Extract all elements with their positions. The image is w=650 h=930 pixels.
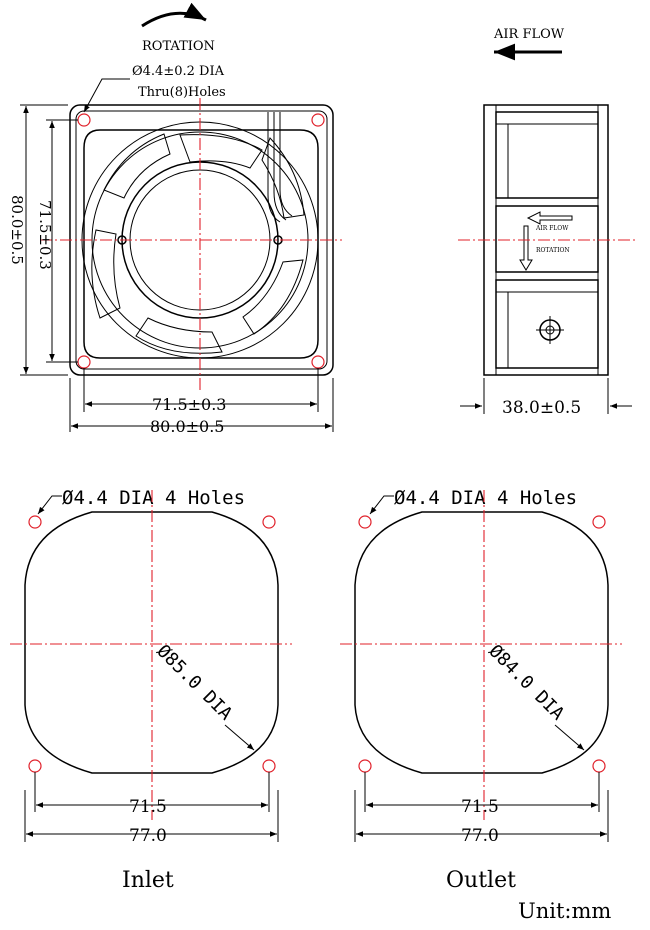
front-view: ROTATION Ø4.4±0.2 DIA Thru(8)Holes (8, 2, 342, 436)
mount-hole-tr (311, 113, 325, 127)
unit-label: Unit:mm (518, 899, 611, 923)
outlet-dim-width: 77.0 (461, 826, 499, 846)
small-airflow-arrow-icon (526, 211, 573, 225)
small-rotation-label: ROTATION (536, 247, 570, 254)
inlet-hole-tr (262, 515, 276, 529)
inlet-dim-width: 77.0 (129, 826, 167, 846)
outlet-view: Ø4.4 DIA 4 Holes Ø84.0 DIA 71.5 77.0 Out… (340, 487, 622, 893)
outlet-dim-hole-spacing: 71.5 (461, 797, 499, 817)
inlet-diameter-label: Ø85.0 DIA (152, 641, 236, 725)
side-upper-block (495, 111, 599, 199)
fan-wires (267, 112, 293, 223)
small-rotation-arrow-icon (519, 225, 533, 271)
side-lower-block (495, 279, 599, 369)
mount-hole-tl (77, 113, 91, 127)
inlet-view: Ø4.4 DIA 4 Holes Ø85.0 DIA 71.5 77.0 Inl… (10, 487, 292, 893)
outlet-hole-bl (358, 759, 372, 773)
fan-blades (91, 133, 305, 354)
rotation-arrow-icon (141, 2, 207, 28)
outlet-hole-br (592, 759, 606, 773)
dim-inner-horizontal: 71.5±0.3 (152, 395, 226, 414)
dim-depth: 38.0±0.5 (502, 398, 581, 418)
side-view: AIR FLOW AIR FLOW ROTATION 38.0±0.5 (458, 27, 636, 418)
hole-callout-line1: Ø4.4±0.2 DIA (132, 64, 225, 79)
hole-callout-leader (83, 78, 130, 113)
hole-callout-line2: Thru(8)Holes (138, 85, 226, 100)
outlet-diameter-label: Ø84.0 DIA (484, 641, 568, 725)
outlet-hole-tl (358, 515, 372, 529)
outlet-hole-callout: Ø4.4 DIA 4 Holes (394, 487, 577, 509)
dim-outer-horizontal: 80.0±0.5 (150, 417, 224, 436)
inlet-outline (24, 511, 279, 774)
airflow-label: AIR FLOW (493, 27, 565, 42)
outlet-outline (354, 511, 609, 774)
dim-inner-vertical: 71.5±0.3 (36, 200, 54, 270)
fan-venturi (83, 129, 319, 359)
mount-hole-bl (77, 355, 91, 369)
inlet-hole-br (262, 759, 276, 773)
inlet-dim-hole-spacing: 71.5 (129, 797, 167, 817)
inlet-hole-tl (28, 515, 42, 529)
inlet-hole-callout: Ø4.4 DIA 4 Holes (62, 487, 245, 509)
rotation-label: ROTATION (142, 39, 215, 54)
outlet-hole-tr (592, 515, 606, 529)
mount-hole-br (311, 355, 325, 369)
small-airflow-label: AIR FLOW (535, 225, 569, 232)
side-label-panel (495, 205, 599, 273)
inlet-hole-bl (28, 759, 42, 773)
dim-outer-vertical: 80.0±0.5 (8, 195, 26, 265)
outlet-caption: Outlet (446, 868, 516, 893)
inlet-caption: Inlet (122, 868, 174, 893)
